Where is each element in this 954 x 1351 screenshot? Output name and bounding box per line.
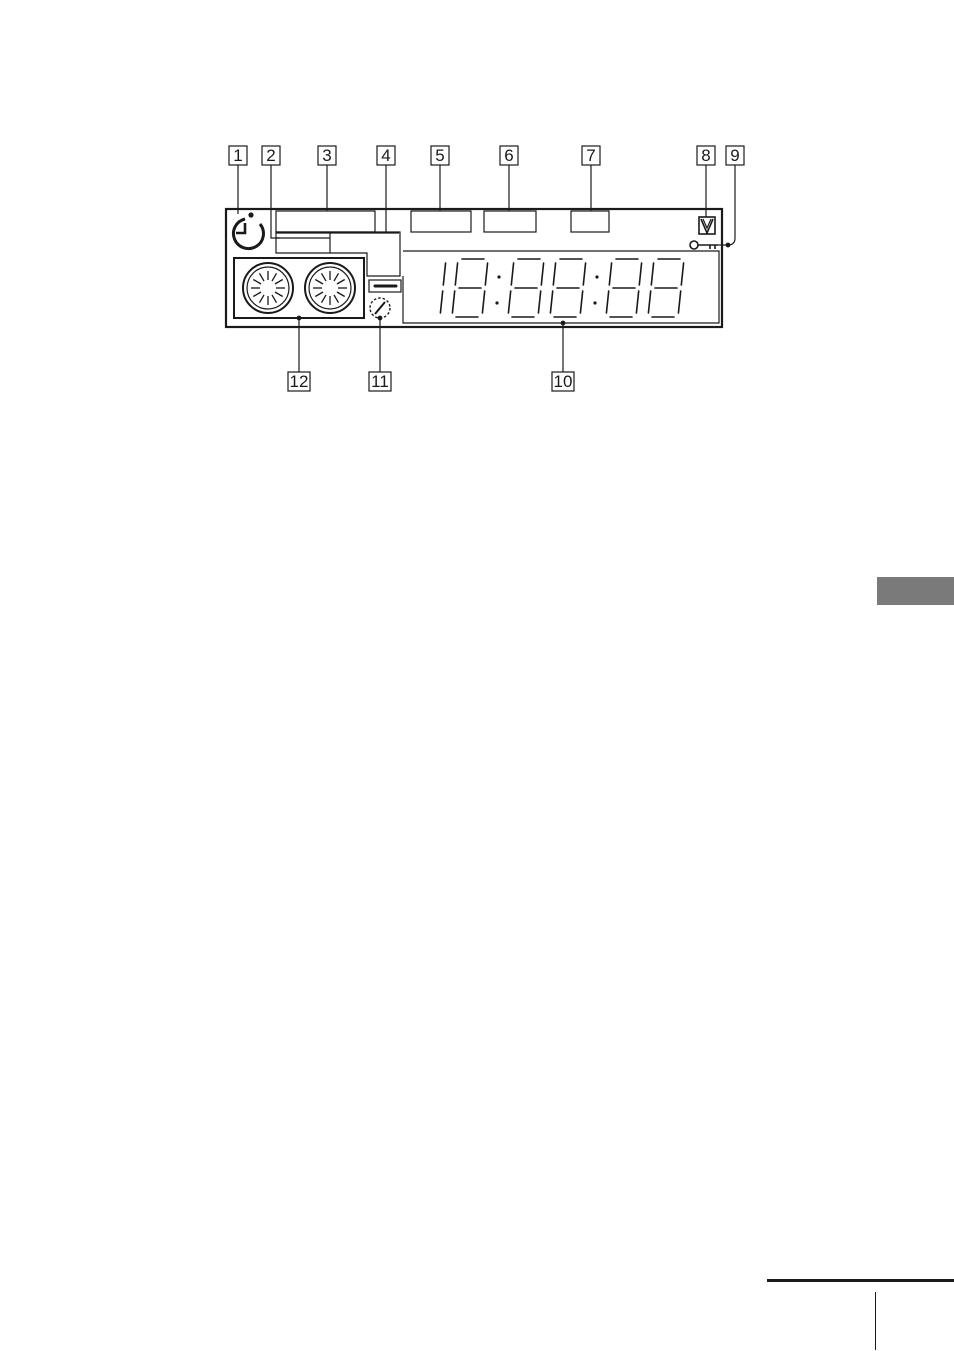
indicator-6-frame [484,211,536,232]
digit-segment [538,291,540,313]
callout-5-label: 5 [435,146,444,165]
digit-segment [606,291,608,313]
digit-segment [455,263,457,285]
callout-2-label: 2 [266,146,275,165]
reel-icon [305,263,355,313]
indicator-3-frame [276,211,375,232]
callout-6-label: 6 [504,146,513,165]
colon-dot [595,275,598,278]
callout-4-label: 4 [381,146,390,165]
callout-7: 7 [582,146,600,165]
indicator-7-frame [571,211,609,232]
callout-1: 1 [229,146,247,165]
callout-11: 11 [369,372,391,391]
leader-dots [297,243,731,326]
callout-9-label: 9 [730,146,739,165]
time-digits [440,259,683,317]
callout-8-label: 8 [701,146,710,165]
callout-5: 5 [431,146,449,165]
callout-10-label: 10 [554,372,573,391]
colon-dot [497,275,500,278]
callout-7-label: 7 [586,146,595,165]
lock-key-icon [690,241,718,249]
digit-segment [443,263,445,285]
tape-end-icon [699,217,715,234]
section-tab [877,577,954,605]
digit-segment [681,263,683,285]
digit-segment [440,291,442,313]
footer-divider [875,1292,876,1350]
digit-segment [639,263,641,285]
digit-segment [550,291,552,313]
callout-12-label: 12 [290,372,309,391]
digit-segment [541,263,543,285]
callout-9: 9 [726,146,744,165]
callout-1-label: 1 [233,146,242,165]
callout-8: 8 [697,146,715,165]
callout-6: 6 [500,146,518,165]
digit-segment [648,291,650,313]
reel-icon [243,263,293,313]
callout-11-label: 11 [371,372,389,391]
callout-3-label: 3 [322,146,331,165]
callout-2: 2 [262,146,280,165]
callout-10: 10 [552,372,574,391]
digit-segment [678,291,680,313]
digit-segment [651,263,653,285]
digit-segment [553,263,555,285]
digit-segment [485,263,487,285]
digit-segment [452,291,454,313]
footer-rule [767,1279,954,1282]
digit-segment [583,263,585,285]
digit-segment [511,263,513,285]
callout-4: 4 [377,146,395,165]
digit-segment [508,291,510,313]
callout-3: 3 [318,146,336,165]
digit-segment [609,263,611,285]
colon-dot [495,301,498,304]
callout-12: 12 [288,372,310,391]
indicator-2-4-bracket [276,232,400,276]
timer-icon [233,212,263,248]
dial-icon [370,298,390,318]
digit-segment [482,291,484,313]
digit-area-frame [403,251,719,323]
indicator-5-frame [411,211,471,232]
colon-dot [593,301,596,304]
digit-segment [580,291,582,313]
digit-segment [636,291,638,313]
display-panel [226,209,722,327]
